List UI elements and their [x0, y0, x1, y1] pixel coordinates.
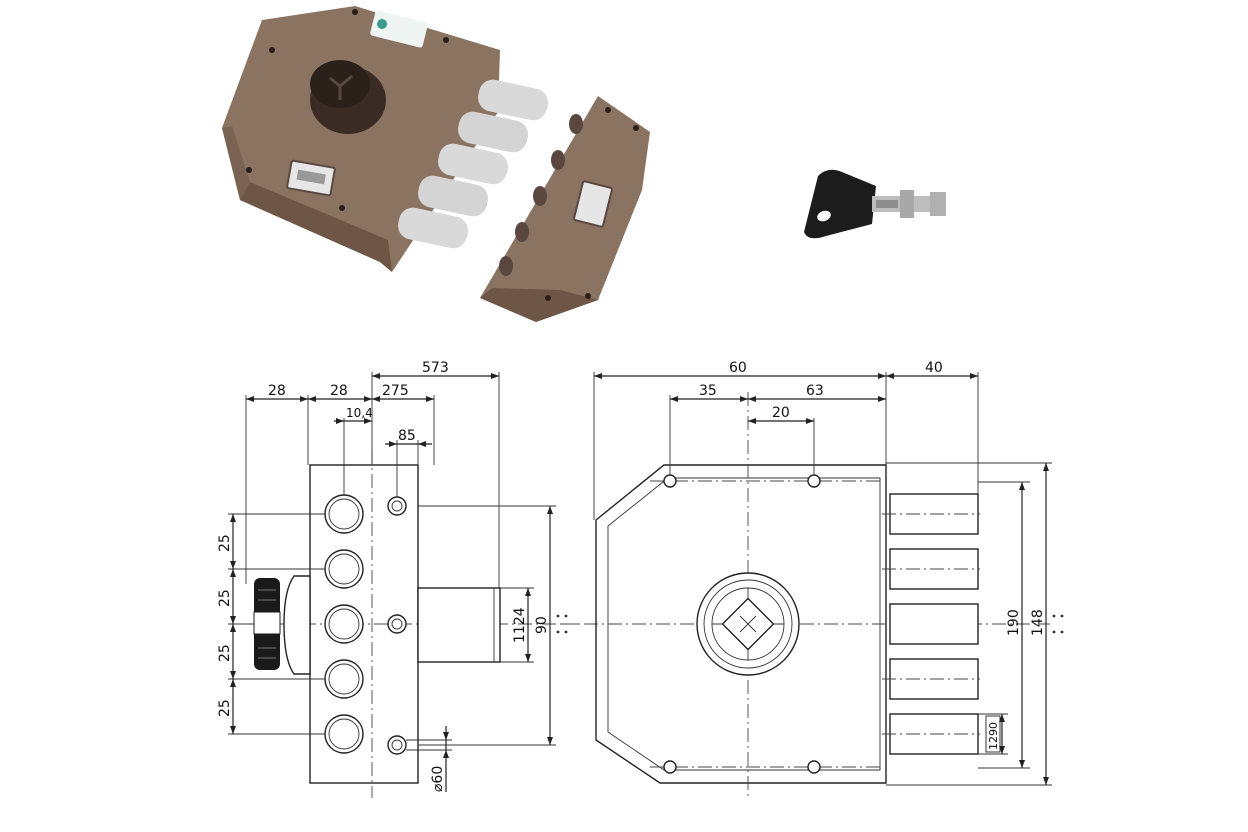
- logo-icon: [377, 19, 387, 29]
- bolts: [398, 79, 548, 249]
- bolt-hole: [324, 604, 364, 644]
- bolt: [398, 207, 468, 249]
- dim-85: 85: [398, 428, 416, 444]
- side-view-drawing: 573 28 28 275 10,4 85 25 25 25 25 90: [217, 360, 580, 798]
- lock-photo: [222, 6, 650, 322]
- screw-icon: [339, 205, 345, 211]
- dim-20: 20: [772, 405, 790, 421]
- front-bolts: [882, 493, 980, 755]
- front-bolt: [889, 603, 979, 645]
- dim-90: 90: [534, 616, 550, 634]
- dim-190: 190: [1006, 609, 1022, 636]
- screw-hole: [387, 614, 407, 634]
- dim-pitch-4: 25: [217, 699, 233, 717]
- screw-hole: [807, 760, 821, 774]
- dim-10-4: 10,4: [346, 406, 373, 420]
- bolt: [478, 79, 548, 121]
- dim-dia-60: ⌀60: [430, 766, 446, 792]
- bolt: [418, 175, 488, 217]
- bolt-holes: [324, 494, 364, 754]
- logo-label: [370, 10, 428, 48]
- dim-60-width: 60: [729, 360, 747, 376]
- screw-icon: [246, 167, 252, 173]
- dim-pitch-3: 25: [217, 644, 233, 662]
- screw-hole: [663, 474, 677, 488]
- bolt-hole: [324, 659, 364, 699]
- side-knob: [283, 575, 311, 675]
- key-head: [804, 169, 876, 239]
- dim-1290: 1290: [987, 722, 1000, 750]
- dim-1124: 1124: [512, 607, 528, 643]
- bolt-hole: [324, 494, 364, 534]
- bolt-hole: [324, 549, 364, 589]
- screw-icon: [352, 9, 358, 15]
- bolt: [438, 143, 508, 185]
- bolt-hole: [324, 714, 364, 754]
- dim-40: 40: [925, 360, 943, 376]
- dim-63: 63: [806, 383, 824, 399]
- screw-icon: [269, 47, 275, 53]
- key-photo: [804, 169, 946, 239]
- dim-148: 148: [1030, 609, 1046, 636]
- dim-28-mid: 28: [330, 383, 348, 399]
- dim-275: 275: [382, 383, 409, 399]
- dim-pitch-1: 25: [217, 534, 233, 552]
- dim-28-left: 28: [268, 383, 286, 399]
- dim-35: 35: [699, 383, 717, 399]
- strike-slot: [573, 180, 613, 228]
- screw-hole: [663, 760, 677, 774]
- screw-icon: [443, 37, 449, 43]
- dim-573: 573: [422, 360, 449, 376]
- dim-pitch-2: 25: [217, 589, 233, 607]
- front-view-drawing: 60 40 35 63 20 148 190 1290: [560, 360, 1052, 800]
- screw-hole: [807, 474, 821, 488]
- bolt: [458, 111, 528, 153]
- cylinder: [417, 587, 501, 663]
- screw-hole: [387, 496, 407, 516]
- screw-hole: [387, 735, 407, 755]
- strike-plate: [480, 96, 650, 322]
